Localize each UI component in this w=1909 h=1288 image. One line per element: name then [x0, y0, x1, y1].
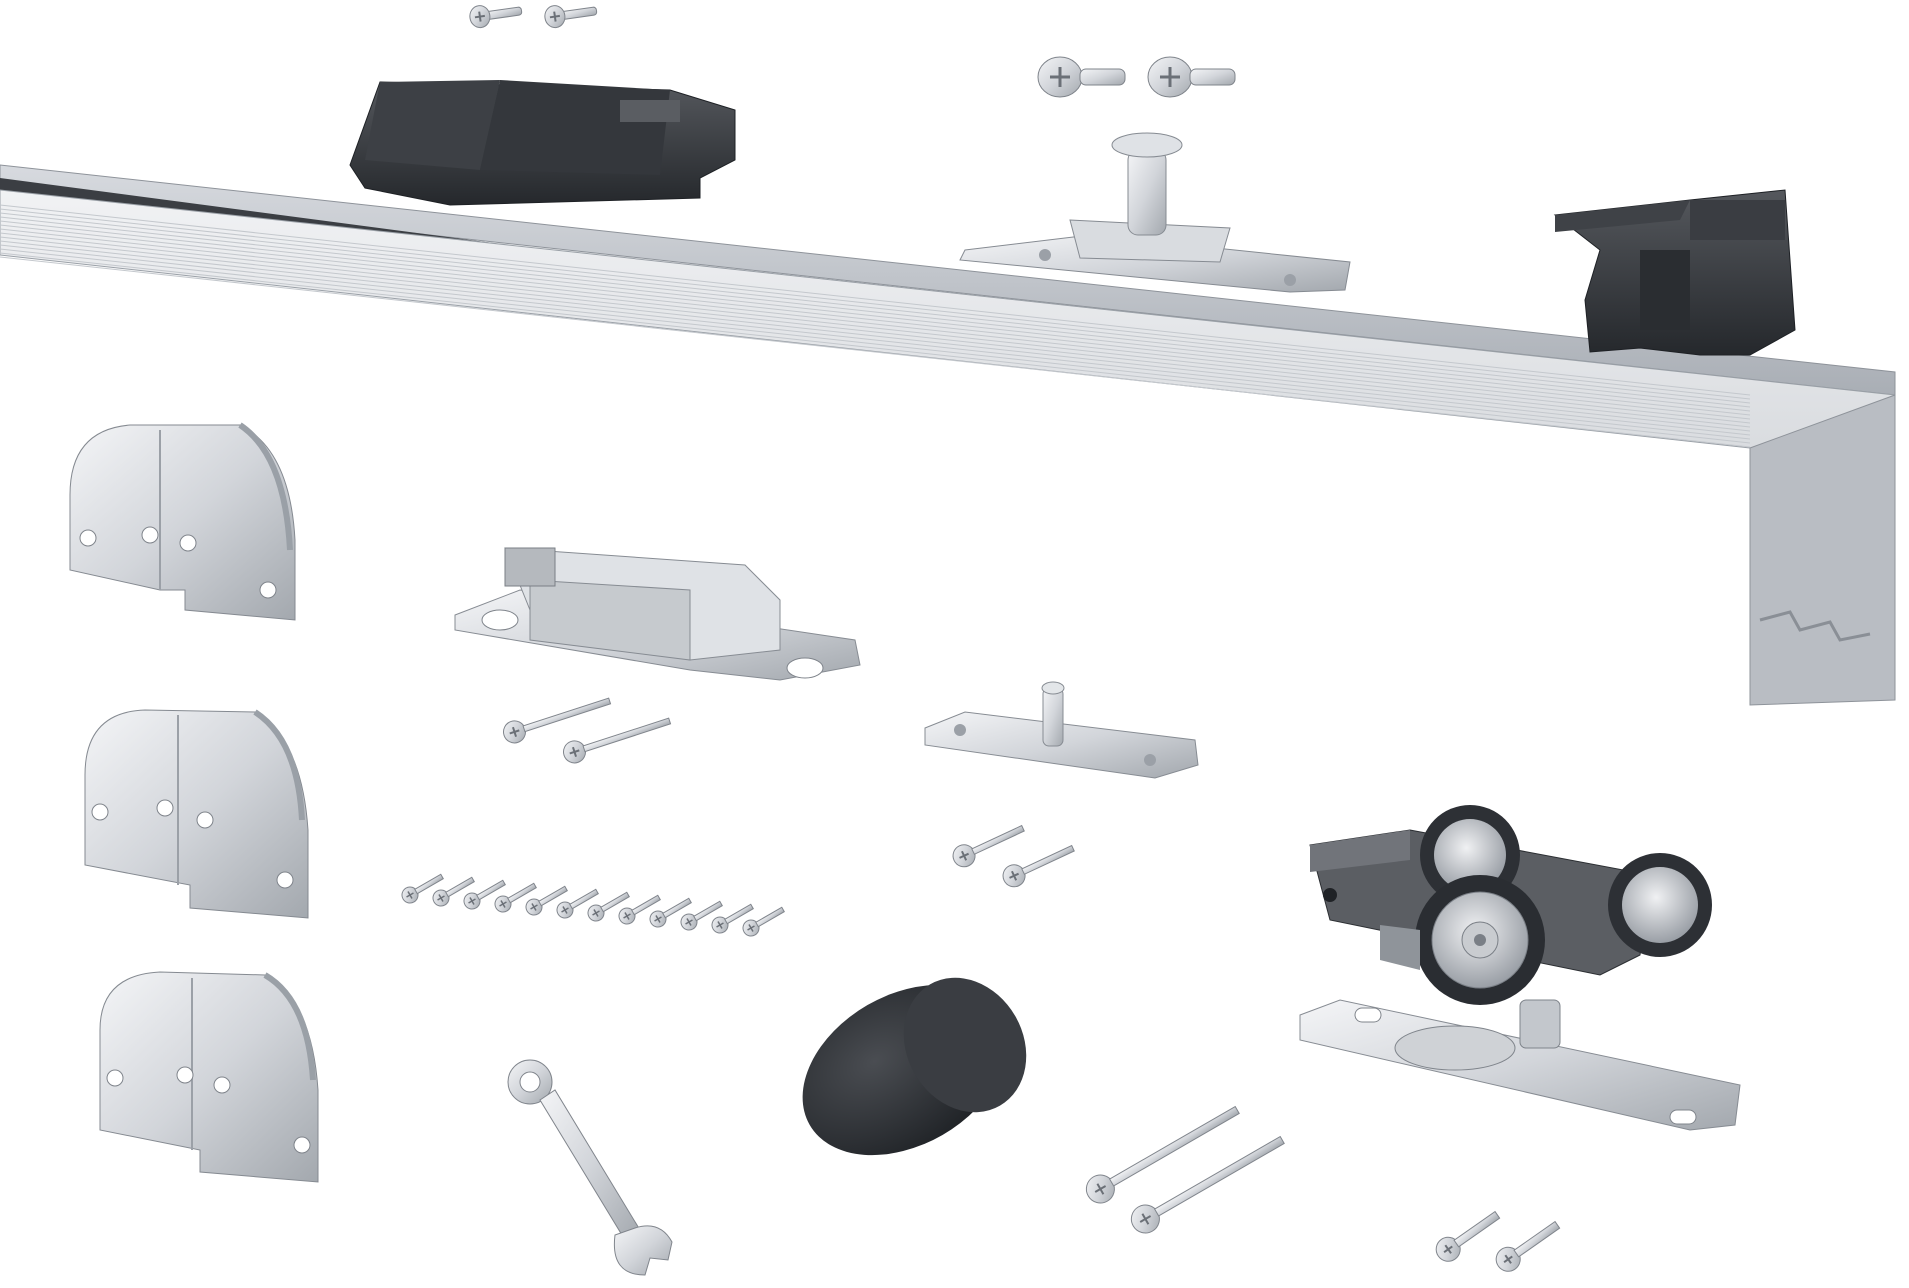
rail-groove-line	[0, 244, 1751, 436]
rail-groove-line	[0, 228, 1751, 420]
corner-cover-plate-2	[84, 709, 309, 919]
bottom-guide-pin-plate	[924, 681, 1199, 779]
rail-groove-line	[0, 204, 1751, 396]
small-screw	[401, 873, 444, 904]
small-screw	[742, 906, 785, 937]
rail-groove-line	[0, 224, 1751, 416]
screw-pair-damper	[503, 697, 672, 764]
track-end-stopper-right	[1553, 189, 1796, 356]
small-screw	[680, 900, 723, 931]
small-screw	[463, 879, 506, 910]
corner-cover-plate-1	[69, 422, 296, 621]
small-screw	[525, 885, 568, 916]
screw-pair-top-left	[469, 5, 598, 29]
small-screw	[649, 897, 692, 928]
aluminium-track-rail	[0, 164, 1896, 706]
screw-pair-top-center	[1037, 56, 1236, 98]
roller-carriage	[1299, 805, 1741, 1131]
top-guide-pin-bracket	[959, 132, 1351, 293]
small-screw	[711, 903, 754, 934]
small-screw	[587, 891, 630, 922]
rail-groove-line	[0, 208, 1751, 400]
screw-pair-long	[1085, 1105, 1285, 1234]
track-end-stopper-left	[349, 80, 736, 206]
rail-groove-line	[0, 212, 1751, 404]
rail-groove-line	[0, 236, 1751, 428]
small-screw	[432, 876, 475, 907]
screw-pair-bottom-right	[1435, 1210, 1561, 1272]
rail-groove-line	[0, 232, 1751, 424]
door-knob	[802, 977, 1027, 1156]
small-screw	[556, 888, 599, 919]
small-screw	[494, 882, 537, 913]
rail-groove-line	[0, 220, 1751, 412]
rail-ribbing	[0, 204, 1751, 448]
rail-groove-line	[0, 252, 1751, 444]
small-screw	[618, 894, 661, 925]
corner-cover-plate-3	[99, 971, 319, 1183]
screw-row-small	[401, 873, 785, 937]
adjustment-wrench	[507, 1059, 673, 1276]
rail-groove-line	[0, 248, 1751, 440]
soft-close-damper	[454, 547, 861, 681]
rail-groove-line	[0, 256, 1751, 448]
rail-groove-line	[0, 240, 1751, 432]
screw-pair-guide-plate	[952, 824, 1075, 888]
rail-groove-line	[0, 216, 1751, 408]
